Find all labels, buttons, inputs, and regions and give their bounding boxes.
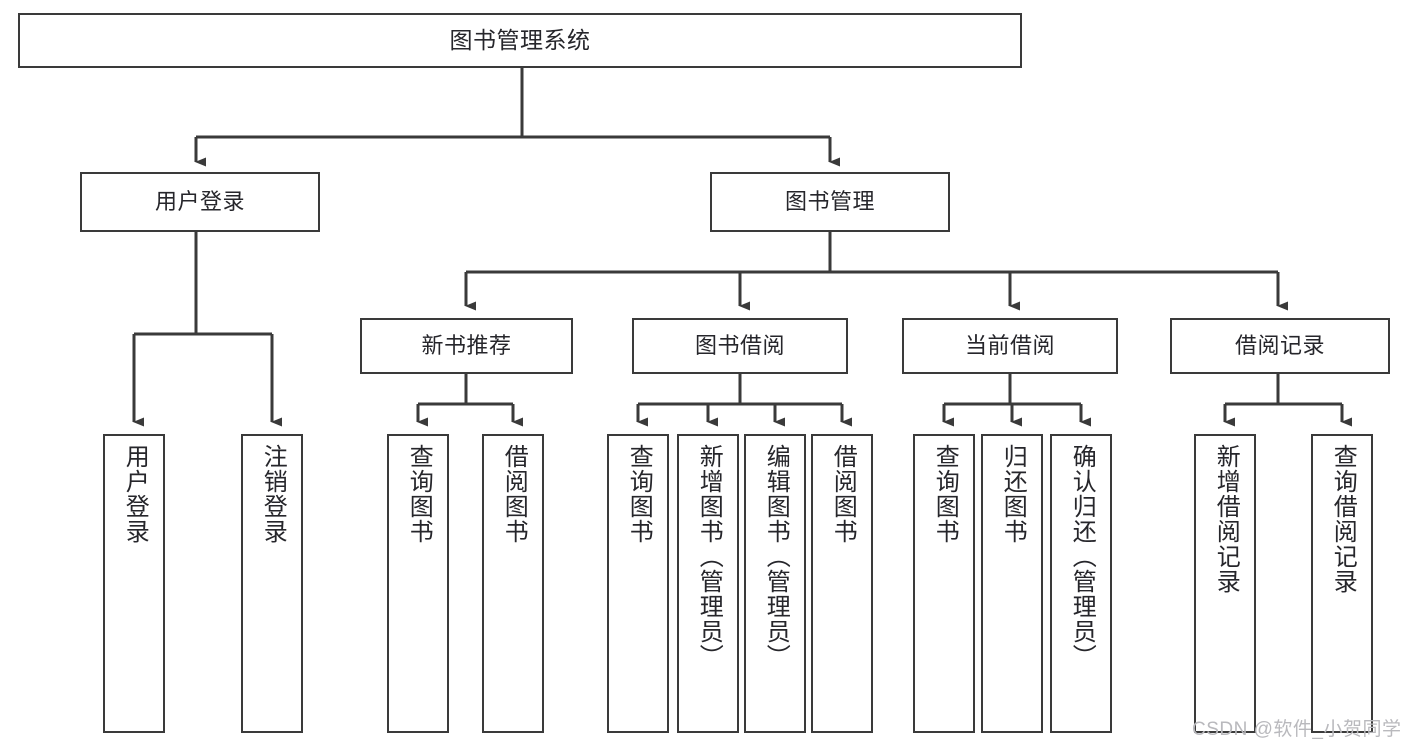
node-label: 编辑图书（管理员） <box>762 444 790 669</box>
node-label: 注销登录 <box>259 444 287 544</box>
node-label: 借阅图书 <box>829 444 857 544</box>
node-leaf-confirm-return-admin[interactable]: 确认归还（管理员） <box>1050 434 1112 733</box>
node-book-borrow[interactable]: 图书借阅 <box>632 318 848 374</box>
node-leaf-user-login[interactable]: 用户登录 <box>103 434 165 733</box>
node-leaf-edit-book-admin[interactable]: 编辑图书（管理员） <box>744 434 806 733</box>
node-label: 图书管理系统 <box>449 27 591 54</box>
node-leaf-query-book-borrow[interactable]: 查询图书 <box>607 434 669 733</box>
node-leaf-query-borrow-record[interactable]: 查询借阅记录 <box>1311 434 1373 733</box>
node-borrow-record[interactable]: 借阅记录 <box>1170 318 1390 374</box>
node-label: 用户登录 <box>121 444 149 544</box>
node-label: 查询图书 <box>625 444 653 544</box>
node-label: 确认归还（管理员） <box>1068 444 1096 669</box>
node-current-borrow[interactable]: 当前借阅 <box>902 318 1118 374</box>
node-label: 新书推荐 <box>421 333 512 359</box>
node-label: 当前借阅 <box>964 333 1055 359</box>
node-leaf-query-book-current[interactable]: 查询图书 <box>913 434 975 733</box>
node-leaf-query-book-recommend[interactable]: 查询图书 <box>387 434 449 733</box>
node-label: 查询图书 <box>405 444 433 544</box>
node-user-login[interactable]: 用户登录 <box>80 172 320 232</box>
node-label: 用户登录 <box>154 189 245 215</box>
node-label: 借阅图书 <box>500 444 528 544</box>
node-leaf-logout[interactable]: 注销登录 <box>241 434 303 733</box>
node-leaf-borrow-book[interactable]: 借阅图书 <box>811 434 873 733</box>
node-root-book-management-system[interactable]: 图书管理系统 <box>18 13 1022 68</box>
node-label: 借阅记录 <box>1234 333 1325 359</box>
node-new-book-recommend[interactable]: 新书推荐 <box>360 318 573 374</box>
csdn-watermark: CSDN @软件_小贺同学 <box>1192 719 1402 740</box>
node-label: 查询图书 <box>931 444 959 544</box>
node-label: 新增借阅记录 <box>1212 444 1240 594</box>
node-label: 新增图书（管理员） <box>695 444 723 669</box>
node-leaf-return-book[interactable]: 归还图书 <box>981 434 1043 733</box>
node-label: 查询借阅记录 <box>1329 444 1357 594</box>
node-label: 图书借阅 <box>694 333 785 359</box>
node-leaf-borrow-book-recommend[interactable]: 借阅图书 <box>482 434 544 733</box>
node-leaf-add-book-admin[interactable]: 新增图书（管理员） <box>677 434 739 733</box>
node-label: 图书管理 <box>784 189 875 215</box>
node-label: 归还图书 <box>999 444 1027 544</box>
node-leaf-add-borrow-record[interactable]: 新增借阅记录 <box>1194 434 1256 733</box>
node-book-management[interactable]: 图书管理 <box>710 172 950 232</box>
